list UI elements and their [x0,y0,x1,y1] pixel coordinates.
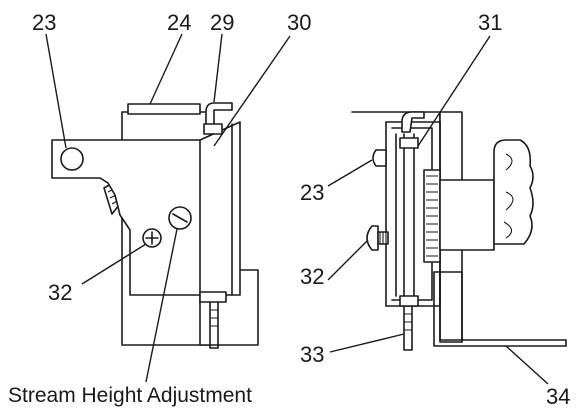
side-view-leaders [327,35,549,385]
top-fitting [205,102,233,127]
stream-height-adjustment-caption: Stream Height Adjustment [8,384,252,407]
phillips-screw [142,228,162,248]
callout-31: 31 [478,10,502,35]
side-mounting-boss [372,149,387,167]
mounting-hole [60,147,84,171]
base-plate [433,271,567,347]
housing-top-cap [127,103,201,115]
callout-33: 33 [300,342,324,367]
callout-32-side: 32 [300,264,324,289]
callout-23-side: 23 [300,180,324,205]
solenoid-end-cap [493,139,534,245]
callout-23-front: 23 [32,10,56,35]
front-bracket-plate [51,121,241,296]
solenoid-body [439,179,495,251]
front-view-assembly [51,102,259,349]
callout-34: 34 [546,384,570,409]
callout-29: 29 [210,10,234,35]
carriage-bolt [366,225,389,251]
front-view-leaders [45,33,291,383]
callout-30: 30 [287,10,311,35]
callout-24: 24 [167,10,191,35]
callout-32-front: 32 [48,280,72,305]
stream-height-adjustment-screw [168,206,192,230]
side-view-assembly [351,111,567,351]
side-top-fitting [401,111,425,133]
